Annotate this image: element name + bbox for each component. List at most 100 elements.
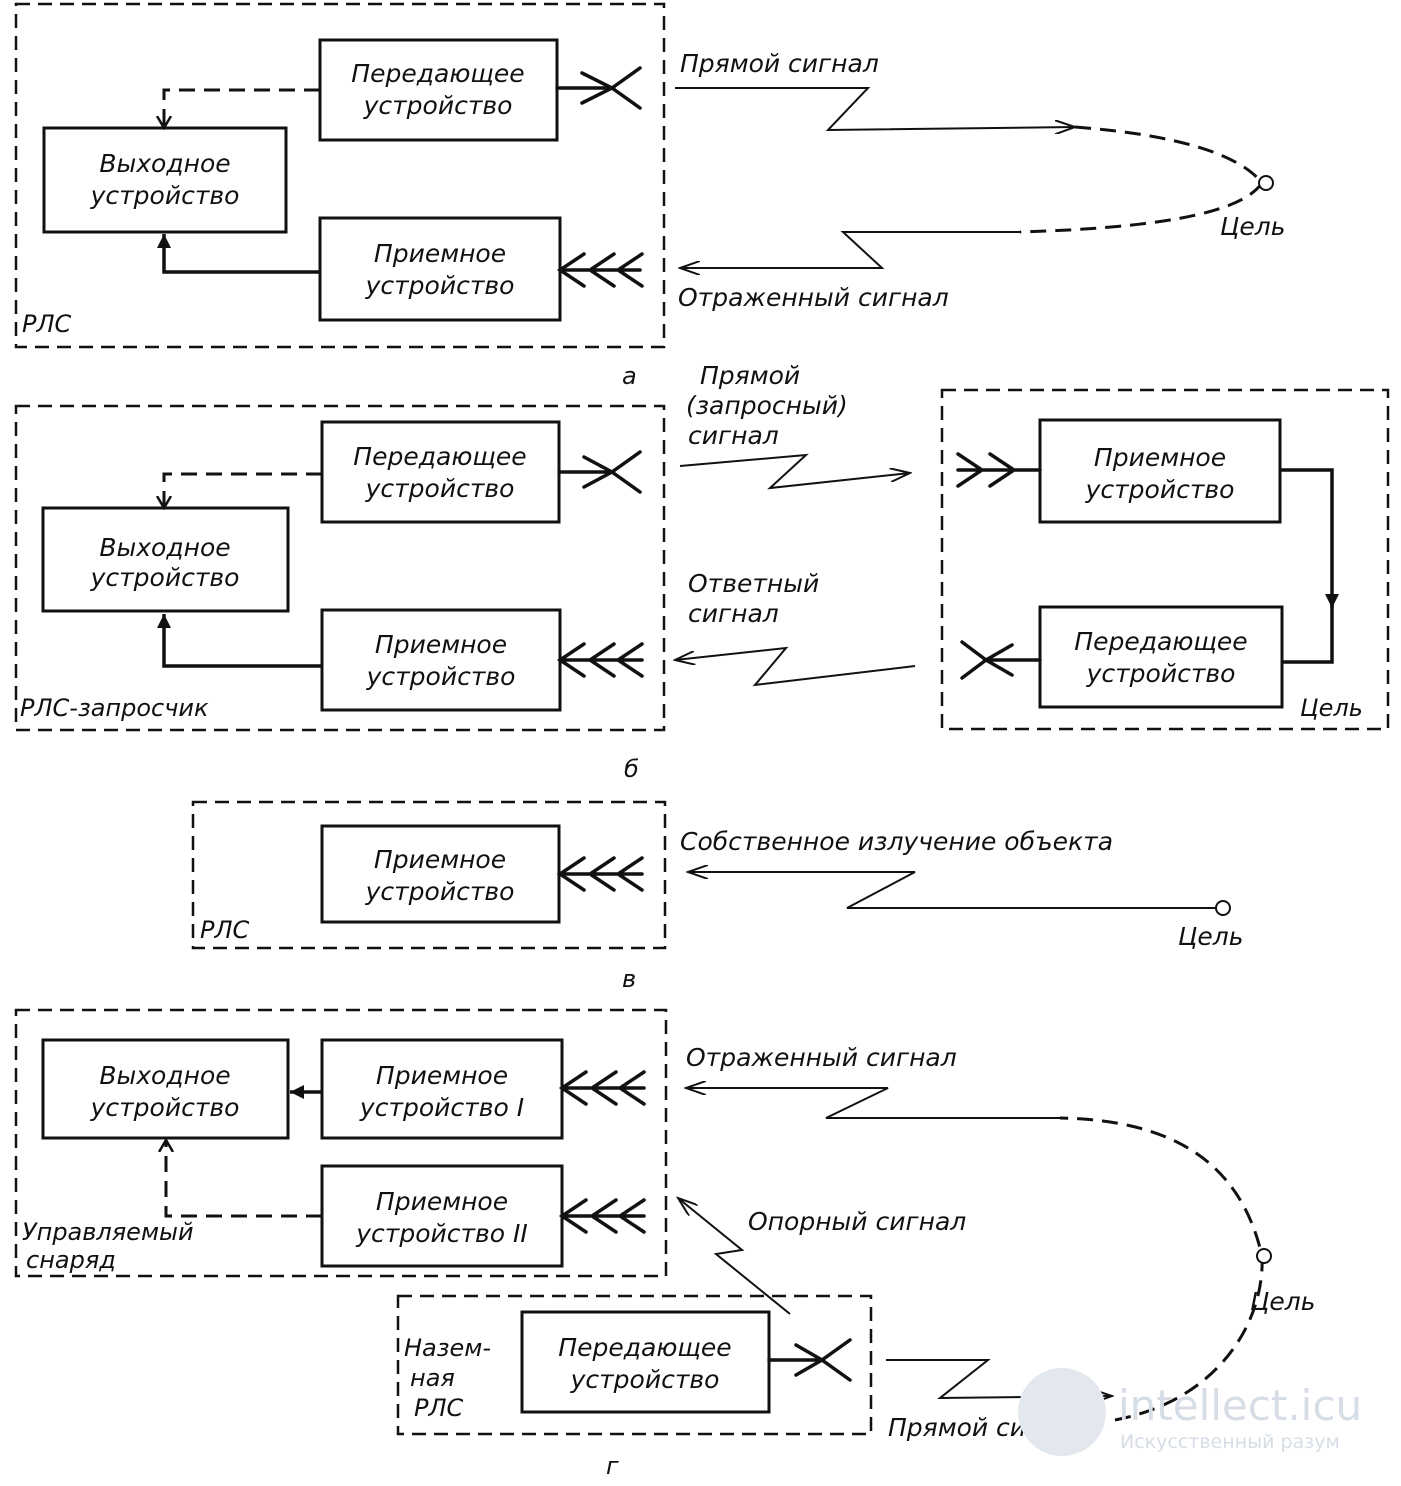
- panel-a-transmitter-box: Передающее устройство: [318, 38, 559, 142]
- panel-a-frame-label: РЛС: [22, 310, 72, 338]
- panel-b: РЛС-запросчик Передающее устройство Выхо…: [14, 361, 1390, 783]
- panel-d-reflected-signal-arrow: [686, 1088, 1060, 1119]
- panel-d-letter: г: [606, 1452, 619, 1480]
- panel-a-rx-antenna-icon: [556, 252, 644, 288]
- panel-a-frame: [14, 2, 666, 349]
- panel-d-rx2-output-line: [166, 1140, 322, 1218]
- panel-b-letter: б: [624, 755, 639, 783]
- panel-d-output-line2: устройство: [90, 1093, 240, 1122]
- panel-a-letter: а: [622, 362, 637, 390]
- panel-a-output-line1: Выходное: [99, 149, 230, 178]
- panel-c-receiver-line1: Приемное: [374, 845, 506, 874]
- panel-a-target-path: [1019, 125, 1264, 234]
- panel-d-ground-frame: [396, 1294, 873, 1436]
- panel-a-direct-signal-label: Прямой сигнал: [680, 49, 879, 78]
- panel-b-video-line: [157, 614, 322, 668]
- panel-b-target-rx-antenna-icon: [956, 452, 1042, 488]
- watermark: intellect.icu Искусственный разум: [1018, 1368, 1362, 1456]
- panel-b-rx-antenna-icon: [556, 642, 644, 678]
- panel-b-response-signal-line1: Ответный: [688, 569, 819, 598]
- watermark-logo-icon: [1018, 1368, 1106, 1456]
- panel-b-tx-antenna-icon: [557, 450, 642, 494]
- panel-a-sync-line: [164, 88, 320, 128]
- panel-a-receiver-line2: устройство: [365, 271, 515, 300]
- panel-a-video-line: [157, 234, 320, 274]
- panel-a-reflected-signal-label: Отраженный сигнал: [678, 283, 949, 312]
- panel-c-target-label: Цель: [1178, 922, 1244, 951]
- panel-d-receiver2-box: Приемное устройство II: [320, 1164, 564, 1268]
- panel-d-reference-signal-label: Опорный сигнал: [748, 1207, 966, 1236]
- panel-b-response-signal-line2: сигнал: [688, 599, 779, 628]
- panel-c-target-icon: [1215, 900, 1231, 916]
- panel-b-target-internal-line2: [1282, 600, 1334, 664]
- watermark-main: intellect.icu: [1118, 1381, 1362, 1430]
- panel-d-receiver1-box: Приемное устройство I: [320, 1038, 564, 1140]
- panel-c-rx-antenna-icon: [556, 856, 644, 892]
- panel-d-frame: [14, 1008, 668, 1278]
- panel-b-direct-signal-line3: сигнал: [688, 421, 779, 450]
- panel-b-target-tx-antenna-icon: [960, 640, 1042, 680]
- panel-a-output-box: Выходное устройство: [42, 126, 288, 234]
- panel-d-ground-tx-antenna-icon: [767, 1338, 852, 1382]
- panel-d-frame-label-line2: снаряд: [26, 1246, 116, 1274]
- panel-c-emission-arrow: [688, 872, 1216, 909]
- watermark-sub: Искусственный разум: [1120, 1431, 1340, 1453]
- panel-b-direct-signal-line2: (запросный): [686, 391, 848, 420]
- panel-b-receiver-line1: Приемное: [375, 630, 507, 659]
- panel-a-receiver-line1: Приемное: [374, 239, 506, 268]
- panel-a-transmitter-line1: Передающее: [351, 59, 524, 88]
- panel-d-receiver2-line2: устройство II: [355, 1219, 528, 1248]
- panel-d-receiver1-line2: устройство I: [359, 1093, 524, 1122]
- panel-a-target-icon: [1258, 175, 1274, 191]
- panel-c-emission-label: Собственное излучение объекта: [680, 827, 1113, 856]
- panel-c-frame-label: РЛС: [200, 916, 250, 944]
- panel-d-target-label: Цель: [1250, 1287, 1316, 1316]
- panel-c-letter: в: [622, 965, 636, 993]
- panel-b-frame-label: РЛС-запросчик: [20, 694, 209, 722]
- panel-c-receiver-box: Приемное устройство: [320, 824, 561, 924]
- panel-a-receiver-box: Приемное устройство: [318, 216, 562, 322]
- panel-b-target-receiver-line1: Приемное: [1094, 443, 1226, 472]
- panel-c: РЛС Приемное устройство Собственное излу…: [191, 800, 1244, 993]
- panel-b-direct-signal-arrow: [679, 453, 910, 490]
- panel-a-direct-signal-arrow: [675, 87, 1075, 130]
- panel-b-receiver-line2: устройство: [366, 662, 516, 691]
- panel-d-target-path: [1059, 1116, 1264, 1422]
- panel-b-output-line2: устройство: [90, 563, 240, 592]
- panel-d-output-box: Выходное устройство: [41, 1038, 290, 1140]
- panel-b-sync-line: [164, 472, 322, 508]
- panel-d-output-line1: Выходное: [99, 1061, 230, 1090]
- panel-d-target-icon: [1256, 1248, 1272, 1264]
- panel-d-receiver1-line1: Приемное: [376, 1061, 508, 1090]
- panel-d: Управляемый снаряд Выходное устройство П…: [14, 1008, 1316, 1480]
- panel-d-reference-signal-arrow: [678, 1198, 791, 1315]
- panel-b-frame: [14, 404, 666, 732]
- panel-d-receiver2-line1: Приемное: [376, 1187, 508, 1216]
- panel-d-reflected-signal-label: Отраженный сигнал: [686, 1043, 957, 1072]
- panel-d-frame-label-line1: Управляемый: [22, 1218, 194, 1246]
- panel-d-rx1-antenna-icon: [558, 1070, 646, 1106]
- panel-a-output-line2: устройство: [90, 181, 240, 210]
- panel-d-ground-transmitter-line1: Передающее: [558, 1333, 731, 1362]
- panel-d-ground-transmitter-box: Передающее устройство: [520, 1310, 771, 1414]
- panel-b-receiver-box: Приемное устройство: [320, 608, 562, 712]
- panel-b-transmitter-box: Передающее устройство: [320, 420, 561, 524]
- panel-a-target-label: Цель: [1220, 212, 1286, 241]
- panel-d-rx2-antenna-icon: [558, 1198, 646, 1234]
- panel-d-ground-transmitter-line2: устройство: [570, 1365, 720, 1394]
- panel-b-target-internal-line: [1280, 468, 1339, 608]
- panel-b-output-line1: Выходное: [99, 533, 230, 562]
- panel-c-receiver-line2: устройство: [365, 877, 515, 906]
- panel-b-target-transmitter-line1: Передающее: [1074, 627, 1247, 656]
- panel-d-ground-label-line1: Назем-: [404, 1334, 491, 1362]
- panel-b-direct-signal-line1: Прямой: [700, 361, 800, 390]
- panel-b-target-frame: [940, 388, 1390, 731]
- panel-a-tx-antenna-icon: [555, 66, 642, 110]
- panel-a-reflected-signal-arrow: [680, 231, 1020, 268]
- panel-b-target-transmitter-line2: устройство: [1086, 659, 1236, 688]
- panel-b-target-receiver-line2: устройство: [1085, 475, 1235, 504]
- panel-b-transmitter-line1: Передающее: [353, 442, 526, 471]
- panel-b-target-transmitter-box: Передающее устройство: [1038, 605, 1284, 709]
- panel-a-transmitter-line2: устройство: [363, 91, 513, 120]
